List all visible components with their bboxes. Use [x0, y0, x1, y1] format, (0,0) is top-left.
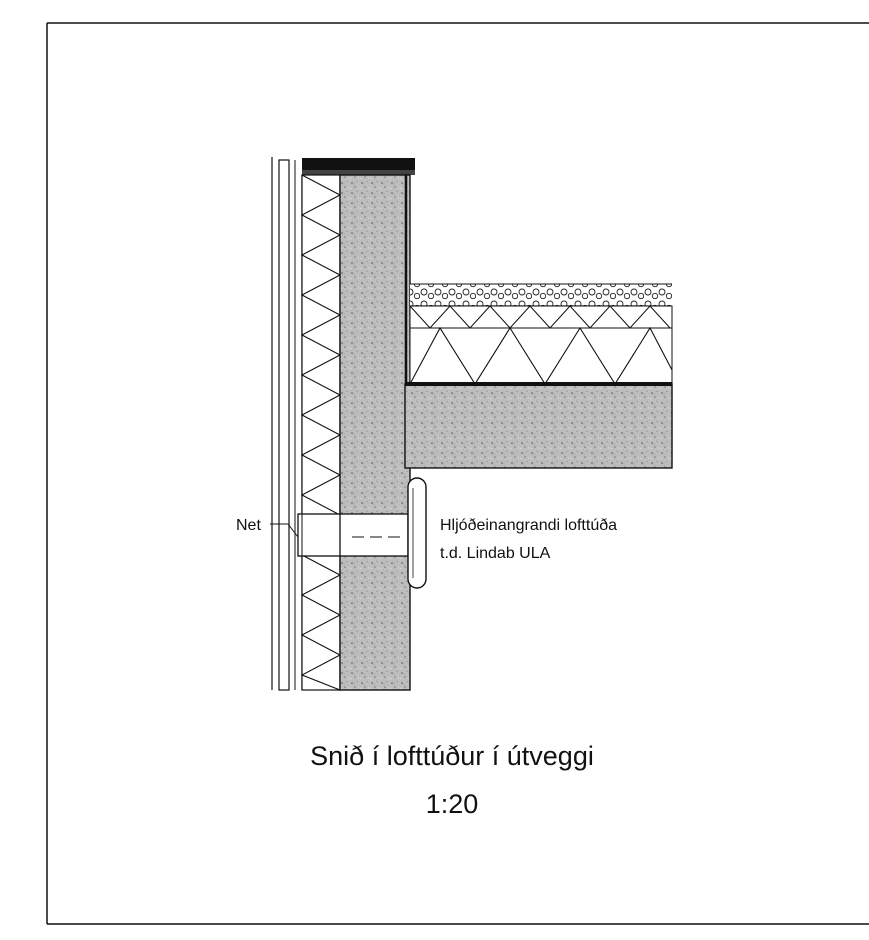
drawing-scale: 1:20: [426, 789, 479, 819]
concrete-wall: [339, 174, 411, 691]
roof-slab: [404, 382, 673, 469]
net-leader: [270, 523, 299, 538]
drawing-title: Snið í lofttúður í útveggi: [310, 741, 594, 771]
vent-grille-icon: [407, 477, 427, 589]
roof-gravel-layer: [410, 283, 672, 307]
roof-thin-insulation: [409, 305, 673, 329]
wall-insulation: [300, 174, 342, 691]
roof-thick-insulation: [409, 326, 673, 386]
net-label: Net: [236, 517, 261, 534]
drawing-frame: [46, 22, 869, 925]
vent-duct: [297, 513, 409, 557]
exterior-cladding: [271, 157, 296, 691]
vent-example-label: t.d. Lindab ULA: [440, 545, 551, 562]
vent-name-label: Hljóðeinangrandi lofttúða: [440, 517, 617, 534]
